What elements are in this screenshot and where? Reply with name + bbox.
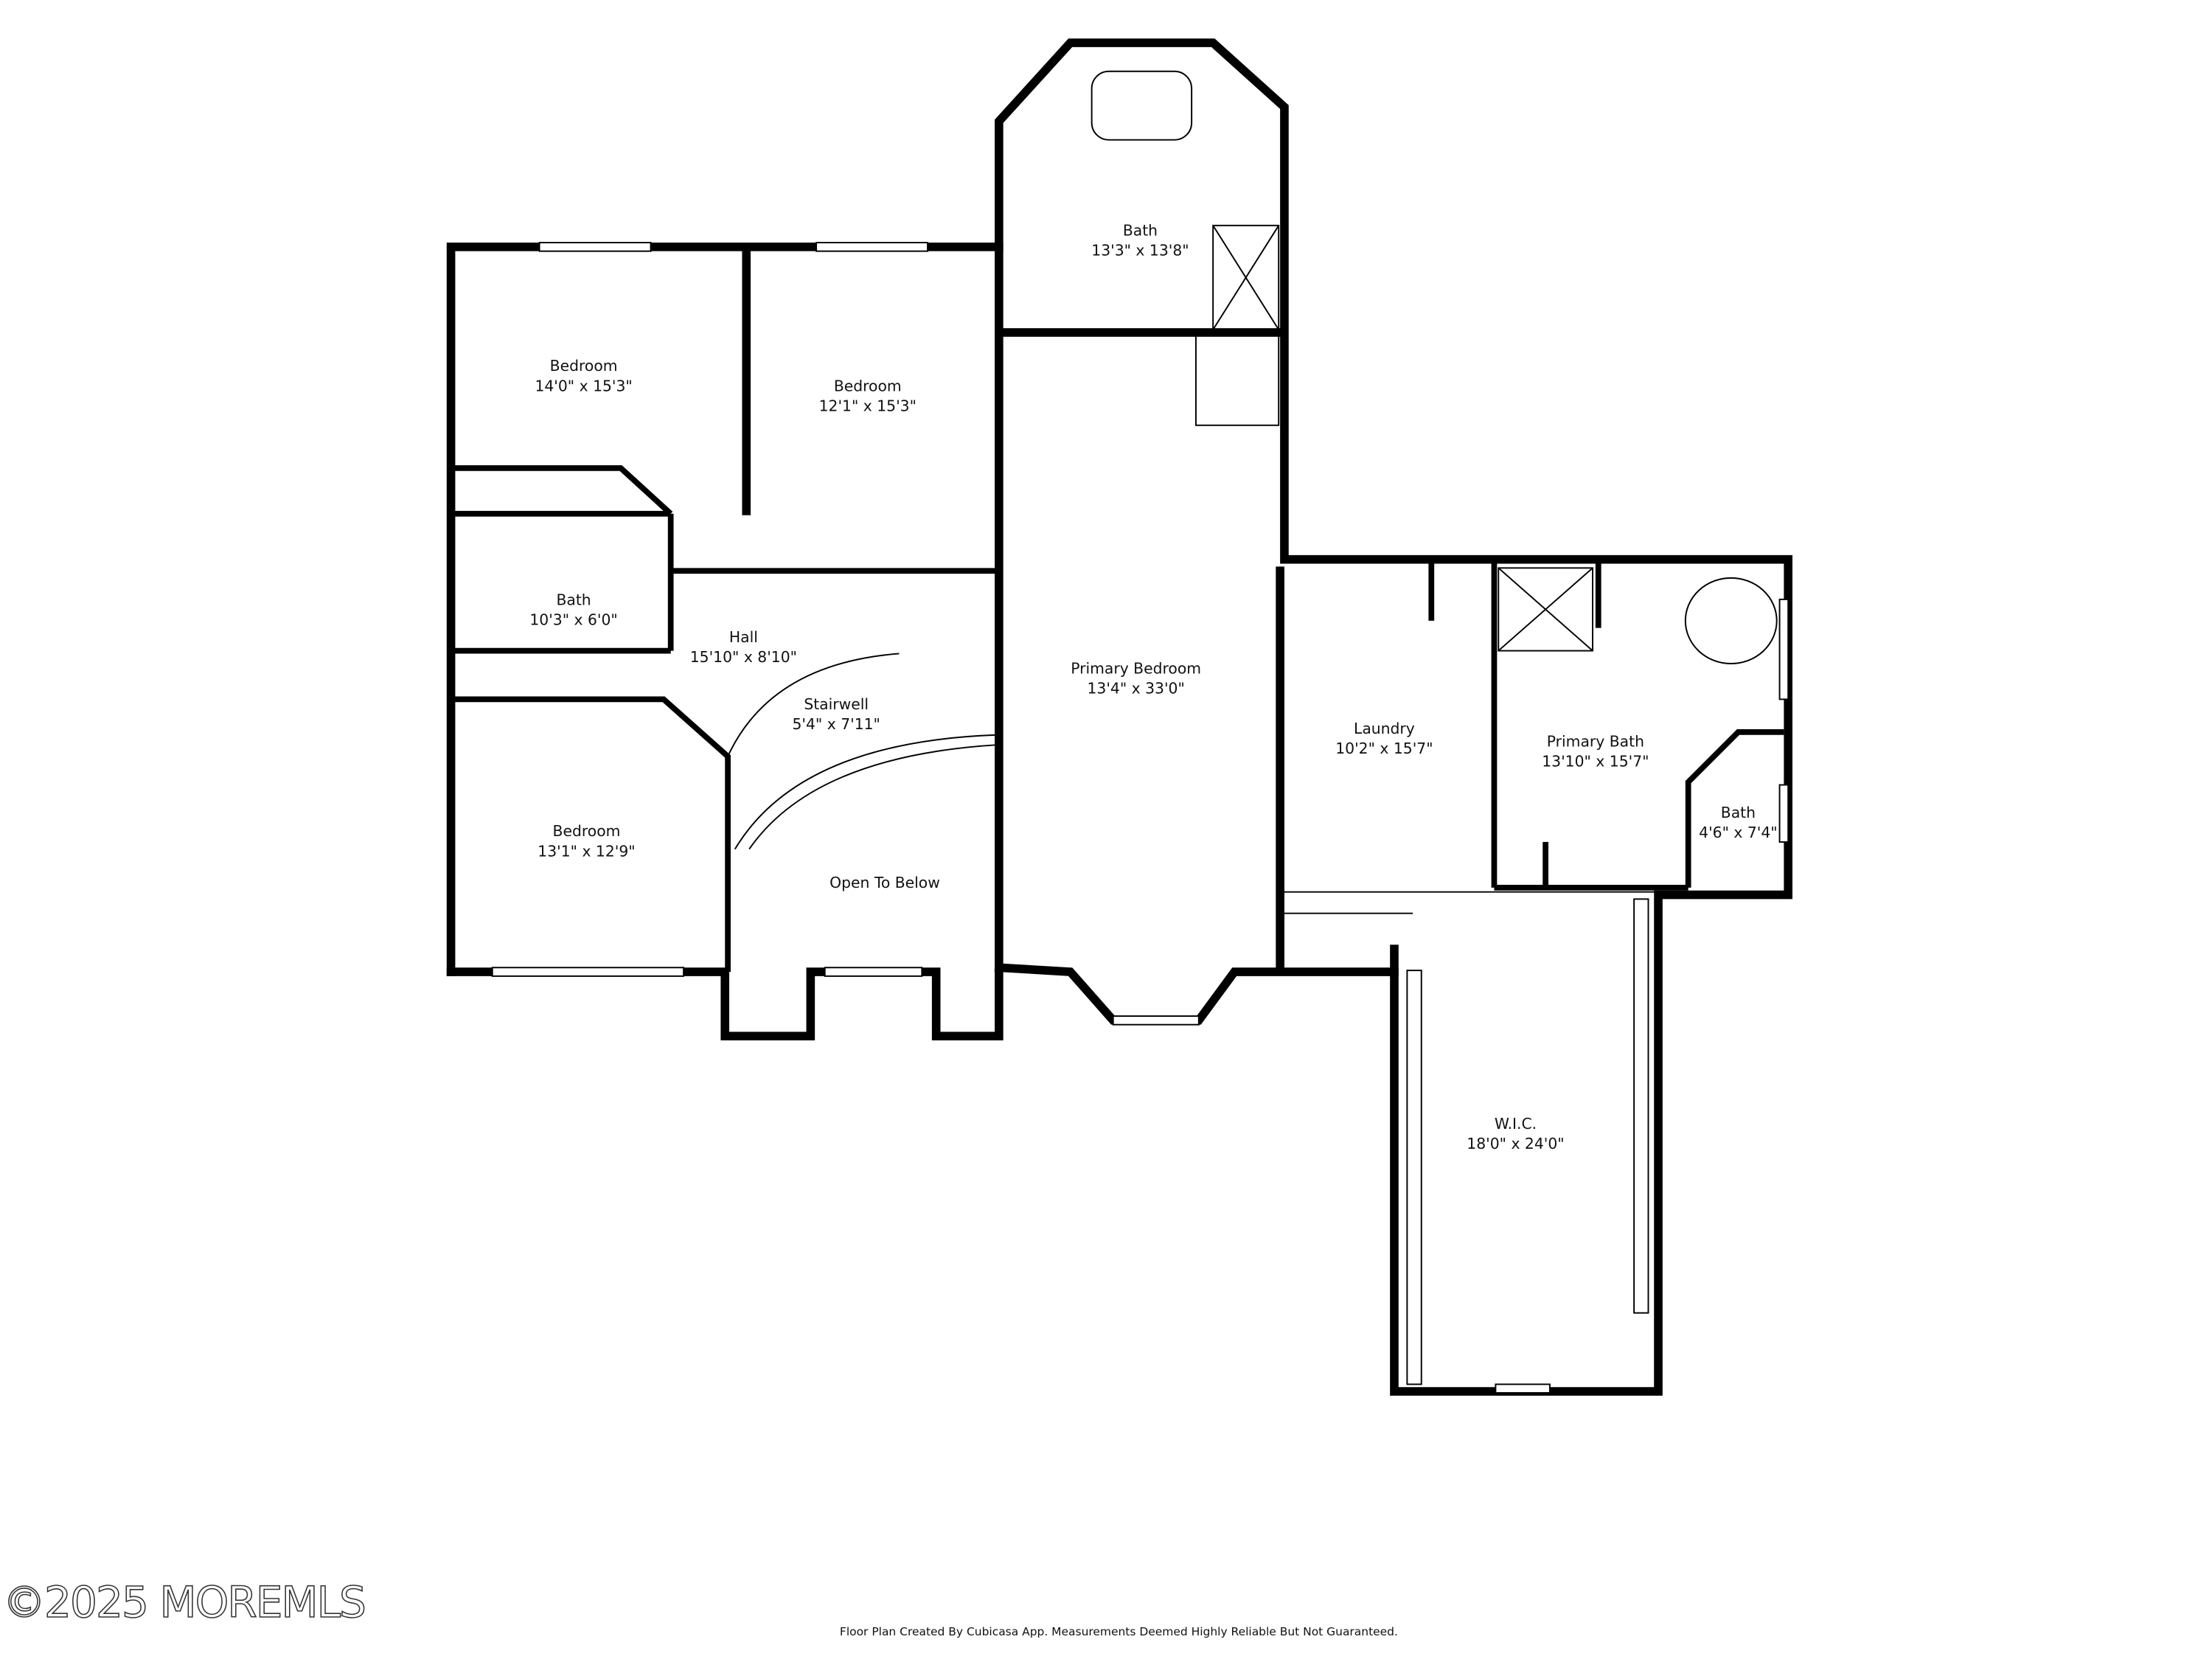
room-label: W.I.C.: [1495, 1115, 1537, 1133]
room-label: Laundry: [1354, 720, 1415, 737]
room-labels: Bath 13'3" x 13'8" Bedroom 14'0" x 15'3"…: [529, 221, 1777, 1152]
room-label: Stairwell: [804, 695, 869, 713]
room-size: 5'4" x 7'11": [792, 715, 880, 733]
room-label: Primary Bedroom: [1071, 660, 1201, 678]
room-size: 13'3" x 13'8": [1091, 241, 1189, 259]
walls: [446, 38, 1792, 1396]
room-label: Bedroom: [834, 377, 902, 394]
room-label: Bedroom: [550, 357, 618, 375]
room-size: 13'10" x 15'7": [1542, 752, 1649, 770]
room-size: 4'6" x 7'4": [1699, 824, 1777, 841]
room-label: Bath: [1721, 804, 1756, 821]
room-size: 12'1" x 15'3": [819, 397, 917, 414]
room-size: 10'2" x 15'7": [1335, 740, 1433, 757]
room-label: Bath: [556, 591, 591, 609]
room-size: 18'0" x 24'0": [1467, 1135, 1564, 1152]
watermark: ©2025 MOREMLS: [3, 1577, 365, 1627]
room-size: 10'3" x 6'0": [529, 611, 617, 629]
room-label: Open To Below: [830, 874, 940, 891]
room-size: 14'0" x 15'3": [535, 377, 632, 394]
room-label: Primary Bath: [1547, 732, 1644, 750]
room-label: Bedroom: [553, 822, 621, 840]
room-label: Bath: [1123, 221, 1158, 239]
room-size: 13'4" x 33'0": [1087, 680, 1184, 698]
room-size: 13'1" x 12'9": [538, 842, 635, 860]
room-size: 15'10" x 8'10": [690, 648, 797, 666]
footer-disclaimer: Floor Plan Created By Cubicasa App. Meas…: [840, 1625, 1398, 1638]
room-label: Hall: [729, 628, 758, 646]
